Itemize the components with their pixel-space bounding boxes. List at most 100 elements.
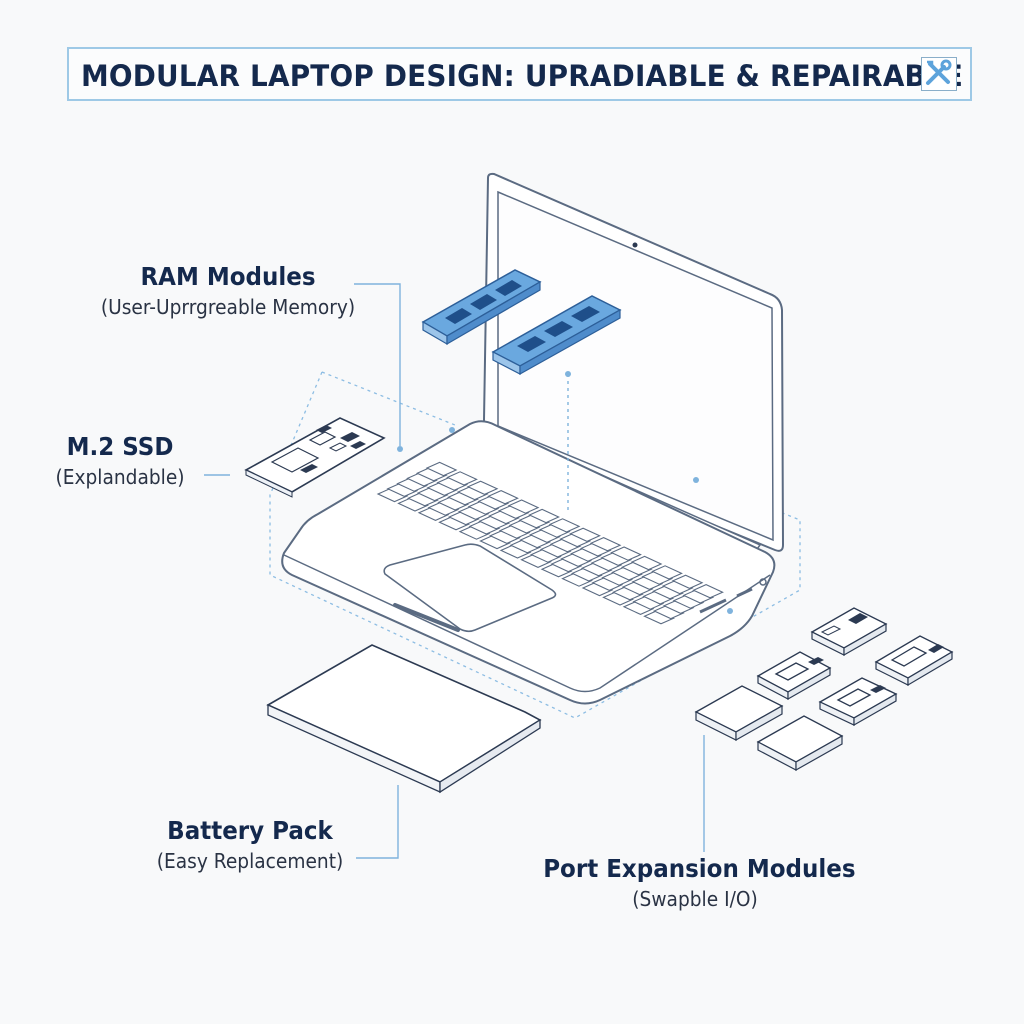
dashed-guide-outline (269, 371, 801, 719)
webcam-icon (632, 242, 638, 248)
keyboard-key (611, 566, 643, 581)
keyboard-key (507, 499, 540, 514)
trackpad (383, 543, 557, 633)
port-module-usb-c (818, 677, 898, 727)
keyboard-key (446, 471, 478, 486)
keyboard-key (529, 528, 561, 544)
callout-battery-subtitle: (Easy Replacement) (156, 849, 344, 873)
callout-ram-title: RAM Modules (140, 262, 316, 291)
keyboard-key (561, 572, 593, 587)
keyboard-key (488, 529, 521, 545)
keyboard-key (559, 532, 592, 548)
keyboard-key (581, 581, 614, 597)
keyboard-key (386, 482, 419, 498)
keyboard-key (519, 533, 552, 549)
callout-ssd-subtitle: (Explandable) (55, 465, 185, 489)
keyboard-key (518, 513, 551, 529)
keyboard-key (548, 518, 581, 533)
callout-port-modules: Port Expansion Modules (Swapble I/O) (530, 854, 860, 911)
callout-battery-title: Battery Pack (167, 816, 333, 845)
keyboard-key (528, 508, 560, 524)
keyboard-key (447, 490, 479, 506)
keyboard-key (631, 575, 664, 591)
keyboard-key (682, 589, 715, 604)
keyboard-key (488, 509, 520, 525)
keyboard-key (467, 500, 500, 515)
keyboard-key (425, 461, 458, 477)
keyboard-key (540, 562, 573, 578)
keyboard-key (602, 591, 634, 606)
keyboard-key (477, 495, 510, 510)
keyboard-key (396, 477, 429, 492)
keyboard-key (458, 525, 491, 540)
keyboard-key (437, 496, 470, 511)
keyboard-key (642, 590, 675, 605)
keyboard-key (508, 519, 541, 534)
keyboard-key (457, 505, 490, 521)
keyboard-key (456, 485, 489, 501)
tools-icon (921, 57, 957, 91)
keyboard-key (538, 523, 571, 538)
keyboard-key (570, 547, 602, 562)
keyboard-key (662, 599, 695, 615)
keyboard-key (397, 497, 429, 512)
keyboard-key (570, 567, 603, 582)
keyboard-key (589, 536, 622, 552)
keyboard-key (621, 580, 654, 596)
keyboard-key (487, 489, 519, 505)
keyboard-key (499, 544, 532, 559)
callout-m2-ssd: M.2 SSD (Explandable) (40, 432, 200, 489)
keyboard-key (468, 520, 501, 535)
keyboard-key (509, 538, 542, 554)
keyboard-key (427, 501, 460, 516)
keyboard-key (436, 476, 469, 491)
keyboard-key (529, 548, 562, 563)
keyboard-key (415, 466, 448, 482)
keyboard-key (447, 510, 480, 526)
keyboard-key (417, 506, 450, 522)
keyboard-key (560, 552, 593, 568)
title-banner: MODULAR LAPTOP DESIGN: UPRADIABLE & REPA… (67, 47, 972, 101)
keyboard-key (643, 609, 675, 625)
keyboard-key (498, 524, 531, 539)
m2-ssd-module (244, 417, 386, 498)
keyboard-key (466, 480, 499, 496)
keyboard-key (610, 546, 642, 561)
callout-ports-title: Port Expansion Modules (543, 854, 856, 883)
callout-ports-subtitle: (Swapble I/O) (632, 887, 758, 911)
callout-ssd-title: M.2 SSD (66, 432, 174, 461)
laptop-side-ports (699, 578, 767, 614)
keyboard-key (591, 576, 624, 592)
keyboard-key (611, 585, 644, 601)
battery-pack (266, 644, 542, 794)
port-module-blank-2 (756, 715, 844, 772)
keyboard-key (651, 565, 683, 580)
keyboard-key (661, 579, 694, 595)
keyboard-key (479, 534, 511, 550)
keyboard-key (406, 472, 438, 487)
keyboard-key (497, 504, 530, 520)
port-module-hdmi (810, 607, 888, 657)
keyboard-key (620, 560, 653, 576)
keyboard-key (478, 514, 511, 530)
port-module-blank-1 (694, 685, 784, 742)
port-module-sd (874, 635, 954, 687)
keyboard-key (641, 570, 674, 585)
keyboard-key (622, 600, 655, 616)
keyboard-key (550, 557, 583, 573)
keyboard-key (652, 604, 685, 620)
ram-module-2 (491, 295, 622, 376)
keyboard-key (652, 584, 684, 600)
keyboard-key (406, 491, 439, 507)
keyboard-key (600, 551, 633, 567)
keyboard-key (438, 515, 470, 531)
ram-module-1 (421, 269, 542, 346)
port-module-usb-a (756, 651, 832, 701)
keyboard-key (632, 595, 665, 610)
callout-ram-subtitle: (User-Uprrgreable Memory) (100, 295, 356, 319)
callout-ram-modules: RAM Modules (User-Uprrgreable Memory) (88, 262, 368, 319)
keyboard-key (520, 553, 552, 569)
keyboard-key (426, 481, 459, 497)
